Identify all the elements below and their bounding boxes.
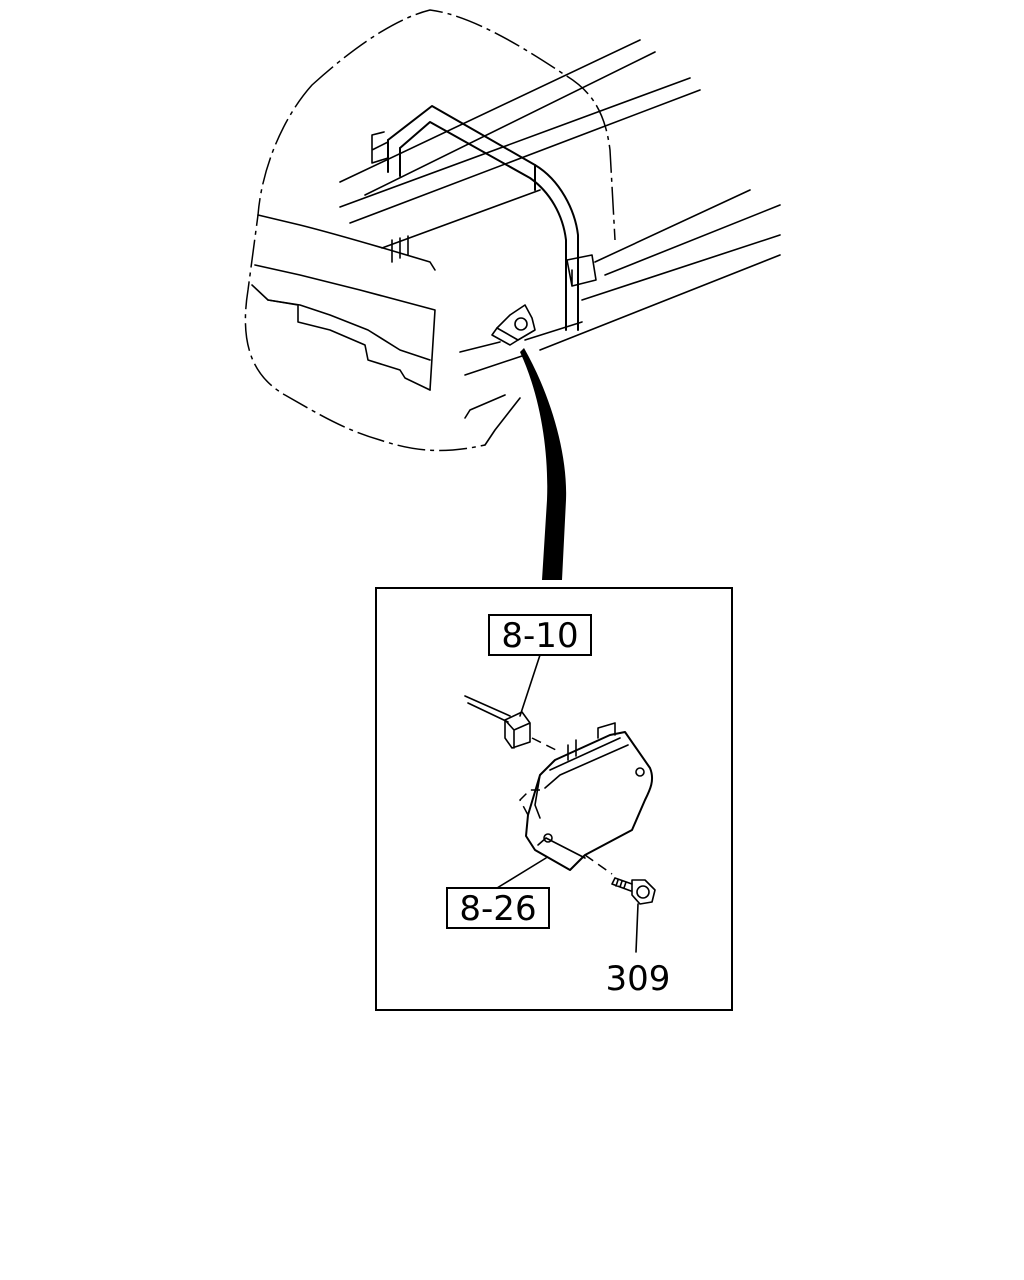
bolt <box>611 877 633 892</box>
vehicle-overview <box>244 9 781 452</box>
detail-frame <box>375 587 733 1011</box>
control-unit <box>525 731 654 871</box>
callout-8-10[interactable]: 8-10 <box>488 614 592 656</box>
callout-309-text: 309 <box>606 959 671 999</box>
detail-pointer <box>520 348 567 580</box>
mounting-frame <box>387 105 579 331</box>
callout-8-26-text: 8-26 <box>459 889 536 929</box>
detail-view <box>375 587 733 1011</box>
body-outline <box>244 9 616 452</box>
callout-8-26[interactable]: 8-26 <box>446 887 550 929</box>
body-skirt <box>464 394 521 446</box>
callout-309[interactable]: 309 <box>606 959 671 999</box>
callout-8-10-text: 8-10 <box>501 616 578 656</box>
connector <box>504 711 531 749</box>
